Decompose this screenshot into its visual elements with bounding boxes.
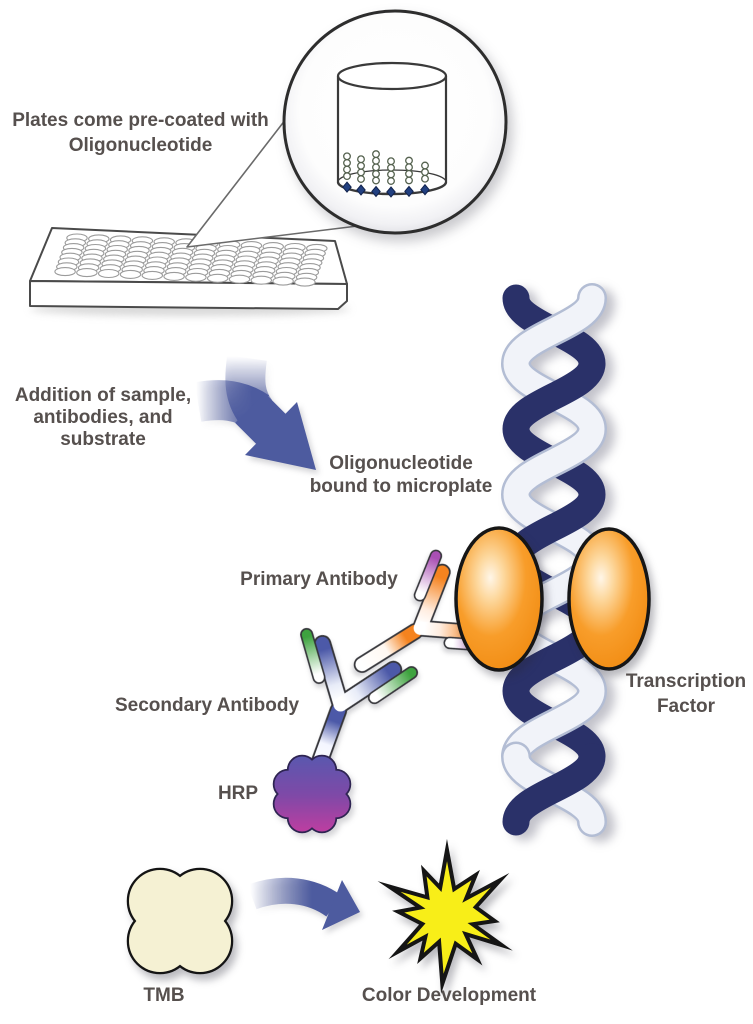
label-transcription-factor: Transcription Factor <box>625 671 747 717</box>
label-hrp: HRP <box>217 783 259 804</box>
well-cylinder <box>336 61 448 196</box>
color-development-starburst <box>377 838 513 994</box>
label-secondary-antibody: Secondary Antibody <box>114 695 300 716</box>
label-precoated: Plates come pre-coated with Oligonucleot… <box>12 110 269 156</box>
tf-left-lobe <box>454 526 544 672</box>
transcription-factor <box>454 526 651 672</box>
oligonucleotides <box>342 150 430 198</box>
hrp-enzyme <box>272 754 352 834</box>
label-tmb: TMB <box>143 985 185 1006</box>
tmb-substrate <box>126 867 234 975</box>
microplate <box>29 227 348 310</box>
callout-circle <box>282 9 508 235</box>
tf-right-lobe <box>567 527 651 671</box>
label-addition: Addition of sample, antibodies, and subs… <box>14 385 192 450</box>
primary-antibody <box>353 549 499 673</box>
addition-arrow <box>194 355 316 470</box>
label-oligo-bound: Oligonucleotide bound to microplate <box>309 453 493 497</box>
label-primary-antibody: Primary Antibody <box>240 569 398 590</box>
label-color-development: Color Development <box>361 985 537 1006</box>
reaction-arrow <box>247 877 360 930</box>
